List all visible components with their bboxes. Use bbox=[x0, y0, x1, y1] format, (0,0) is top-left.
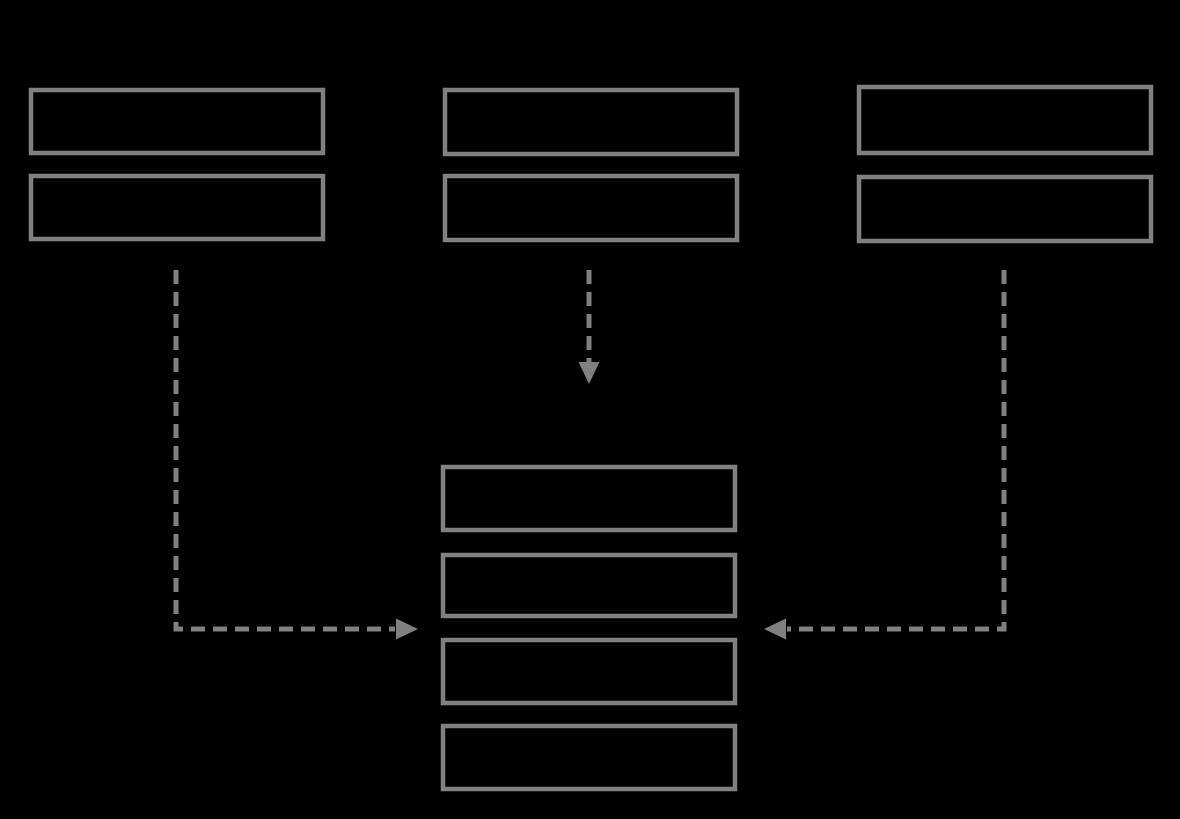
top-left-box-1 bbox=[28, 87, 326, 156]
arrowhead-right bbox=[396, 618, 418, 640]
top-center-box-2 bbox=[442, 173, 740, 243]
bottom-center-box-1 bbox=[440, 464, 738, 533]
top-left-box-2 bbox=[28, 173, 326, 242]
top-left-group bbox=[28, 87, 326, 242]
top-right-box-2 bbox=[856, 174, 1154, 244]
bottom-center-box-2 bbox=[440, 552, 738, 619]
top-center-group bbox=[442, 87, 740, 243]
connector-top-center-to-bottom bbox=[578, 270, 600, 384]
dashed-edge-right bbox=[787, 270, 1007, 632]
arrowhead-down bbox=[578, 362, 600, 384]
bottom-center-box-4 bbox=[440, 723, 738, 792]
bottom-center-box-3 bbox=[440, 637, 738, 706]
top-right-group bbox=[856, 84, 1154, 244]
connector-top-right-to-bottom bbox=[764, 270, 1007, 640]
dashed-edge-left bbox=[173, 270, 395, 632]
top-right-box-1 bbox=[856, 84, 1154, 156]
bottom-center-group bbox=[440, 464, 738, 792]
arrowhead-left bbox=[764, 618, 786, 640]
connector-top-left-to-bottom bbox=[173, 270, 418, 640]
top-center-box-1 bbox=[442, 87, 740, 157]
